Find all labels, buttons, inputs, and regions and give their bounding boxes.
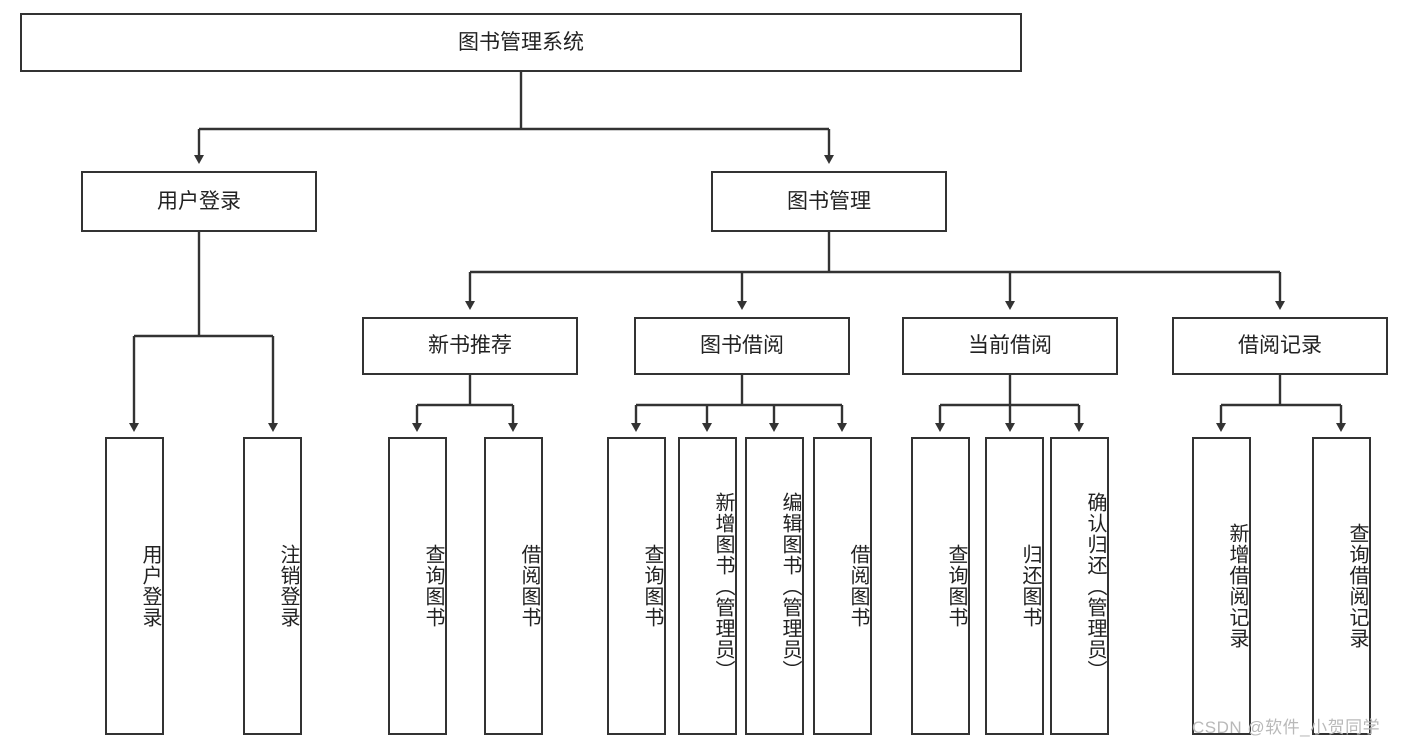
node-label: 图书借阅 bbox=[700, 334, 784, 358]
node-book-borrow[interactable]: 图书借阅 bbox=[634, 317, 850, 375]
node-leaf-add-record[interactable]: 新增借阅记录 bbox=[1192, 437, 1251, 735]
node-label: 借阅图书 bbox=[518, 544, 540, 628]
node-leaf-query-book-1[interactable]: 查询图书 bbox=[388, 437, 447, 735]
node-label: 查询图书 bbox=[422, 544, 444, 628]
node-user-login[interactable]: 用户登录 bbox=[81, 171, 317, 232]
node-label: 图书管理 bbox=[787, 189, 871, 213]
node-leaf-edit-book[interactable]: 编辑图书（管理员） bbox=[745, 437, 804, 735]
node-label: 借阅图书 bbox=[847, 544, 869, 628]
node-label: 注销登录 bbox=[277, 544, 299, 628]
node-leaf-borrow-book-2[interactable]: 借阅图书 bbox=[813, 437, 872, 735]
node-borrow-record[interactable]: 借阅记录 bbox=[1172, 317, 1388, 375]
node-label: 图书管理系统 bbox=[458, 30, 584, 54]
node-label: 归还图书 bbox=[1019, 544, 1041, 628]
node-leaf-query-record[interactable]: 查询借阅记录 bbox=[1312, 437, 1371, 735]
node-label: 新书推荐 bbox=[428, 334, 512, 358]
node-leaf-confirm-return[interactable]: 确认归还（管理员） bbox=[1050, 437, 1109, 735]
node-leaf-user-logout[interactable]: 注销登录 bbox=[243, 437, 302, 735]
node-book-manage[interactable]: 图书管理 bbox=[711, 171, 947, 232]
node-label: 用户登录 bbox=[157, 189, 241, 213]
node-current-borrow[interactable]: 当前借阅 bbox=[902, 317, 1118, 375]
node-leaf-query-book-2[interactable]: 查询图书 bbox=[607, 437, 666, 735]
node-label: 确认归还（管理员） bbox=[1084, 491, 1106, 681]
node-leaf-return-book[interactable]: 归还图书 bbox=[985, 437, 1044, 735]
node-label: 借阅记录 bbox=[1238, 334, 1322, 358]
node-leaf-query-book-3[interactable]: 查询图书 bbox=[911, 437, 970, 735]
node-label: 用户登录 bbox=[139, 544, 161, 628]
node-leaf-add-book[interactable]: 新增图书（管理员） bbox=[678, 437, 737, 735]
node-label: 新增借阅记录 bbox=[1226, 523, 1248, 649]
node-label: 查询图书 bbox=[641, 544, 663, 628]
node-label: 新增图书（管理员） bbox=[712, 491, 734, 681]
node-root-system[interactable]: 图书管理系统 bbox=[20, 13, 1022, 72]
node-new-book-recommend[interactable]: 新书推荐 bbox=[362, 317, 578, 375]
node-label: 查询图书 bbox=[945, 544, 967, 628]
node-label: 当前借阅 bbox=[968, 334, 1052, 358]
watermark-text: CSDN @软件_小贺同学 bbox=[1192, 718, 1381, 737]
node-leaf-user-login[interactable]: 用户登录 bbox=[105, 437, 164, 735]
node-label: 查询借阅记录 bbox=[1346, 523, 1368, 649]
node-label: 编辑图书（管理员） bbox=[779, 491, 801, 681]
node-leaf-borrow-book-1[interactable]: 借阅图书 bbox=[484, 437, 543, 735]
